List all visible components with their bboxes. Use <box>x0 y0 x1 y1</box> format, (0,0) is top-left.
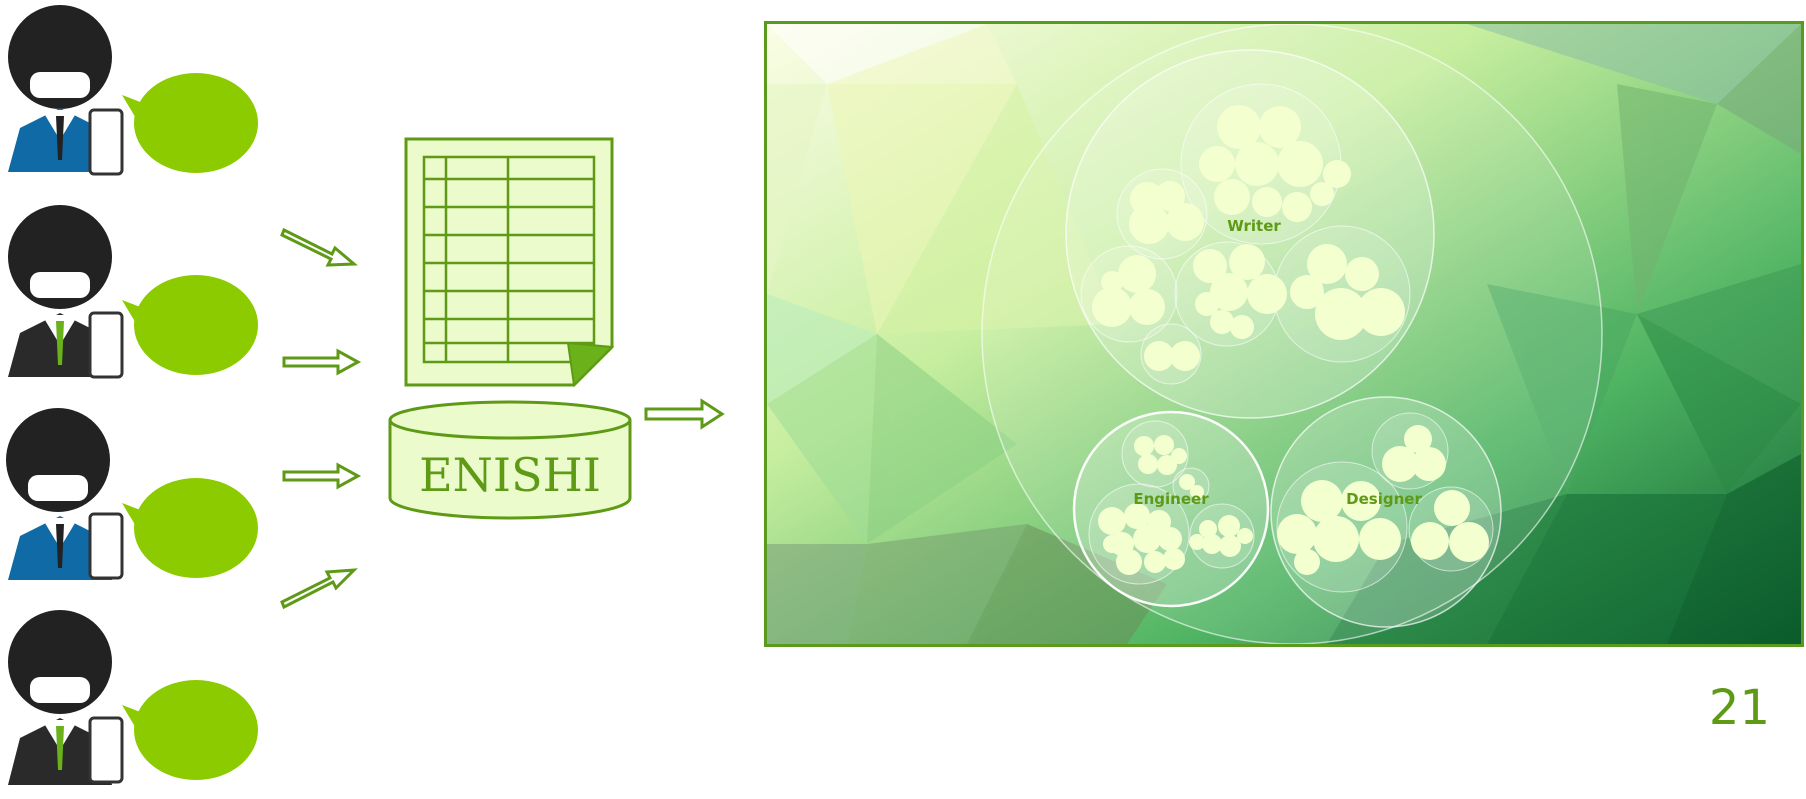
phone-icon <box>90 718 122 782</box>
engineer-label: Engineer <box>1133 490 1209 508</box>
person-3 <box>0 408 270 593</box>
writer-label: Writer <box>1227 217 1281 235</box>
designer-label: Designer <box>1346 490 1422 508</box>
arrow-person3-to-db <box>282 462 362 492</box>
phone-icon <box>90 313 122 377</box>
speech-bubble <box>134 73 258 173</box>
arrow-person1-to-doc <box>280 220 360 270</box>
person-4 <box>0 610 270 795</box>
speech-bubble <box>134 680 258 780</box>
database-label: ENISHI <box>388 448 632 502</box>
speech-bubble <box>134 478 258 578</box>
arrow-db-to-chart <box>644 398 726 430</box>
person-2 <box>0 205 270 390</box>
phone-icon <box>90 110 122 174</box>
writer-cluster: Writer <box>1066 50 1434 418</box>
spreadsheet-document-icon <box>404 137 614 387</box>
bubble-chart-panel: Writer Engineer <box>764 21 1804 647</box>
arrow-person2-to-doc <box>282 348 362 378</box>
speech-bubble <box>134 275 258 375</box>
engineer-cluster: Engineer <box>1074 412 1268 606</box>
database-cylinder-icon: ENISHI <box>388 400 632 522</box>
page-number: 21 <box>1709 680 1770 736</box>
phone-icon <box>90 514 122 578</box>
designer-cluster: Designer <box>1271 397 1501 627</box>
person-1 <box>0 0 270 185</box>
arrow-person4-to-db <box>280 566 360 616</box>
